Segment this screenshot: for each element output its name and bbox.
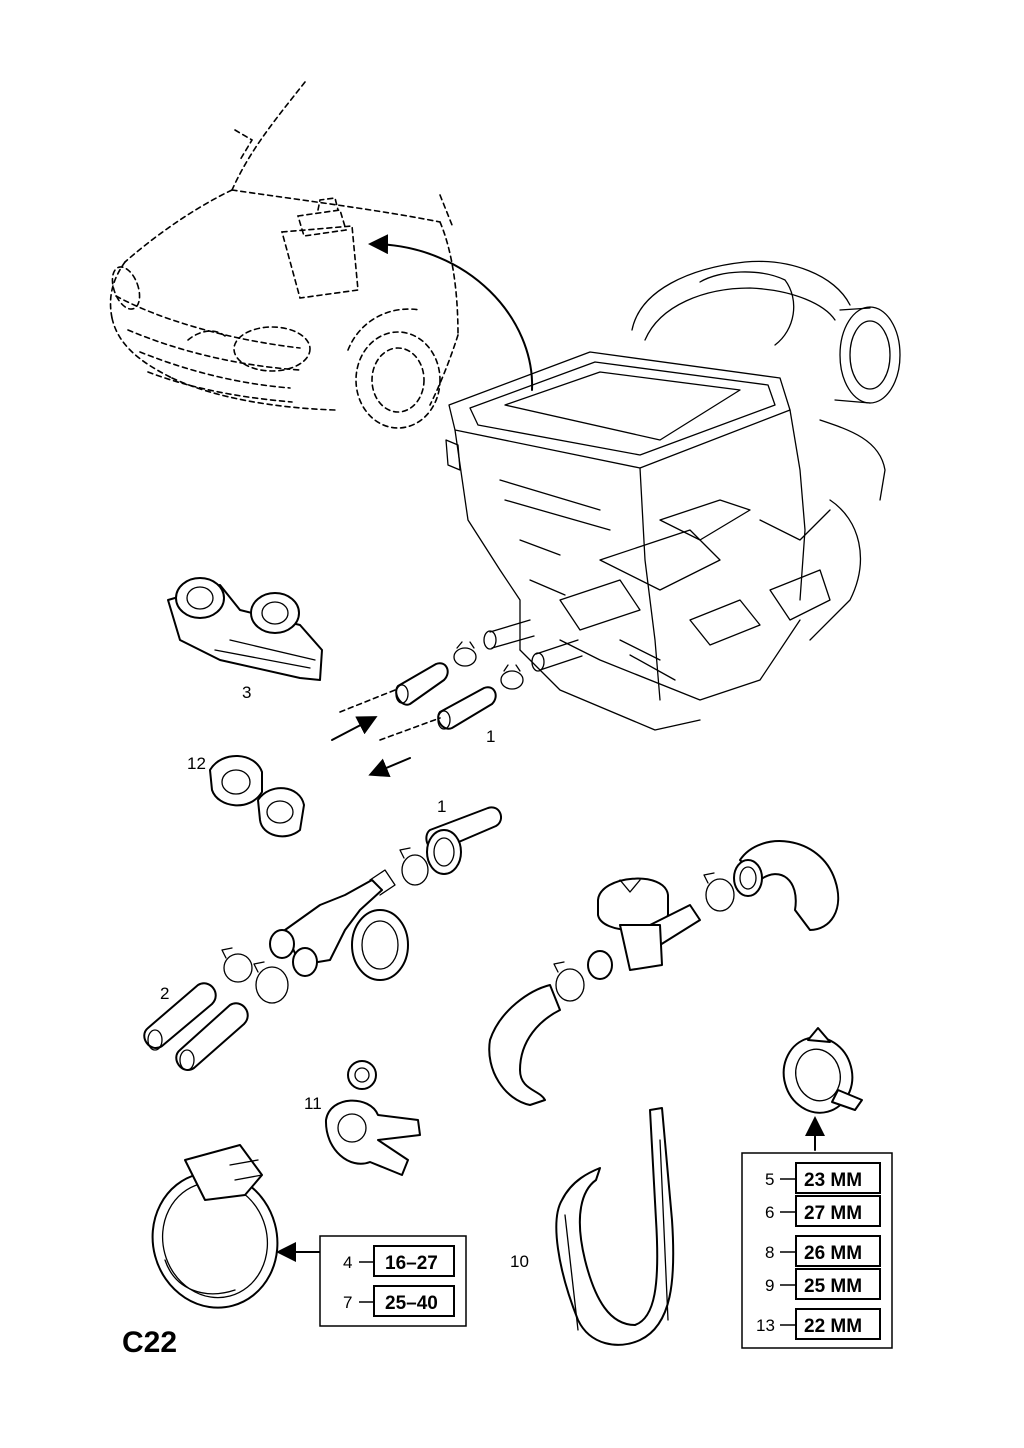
clamp-size-table-left: 4 7 16–27 25–40 — [319, 1235, 467, 1327]
callout-11: 11 — [304, 1094, 322, 1113]
hose-clip-11 — [324, 1060, 421, 1176]
table-right-num-3: 9 — [765, 1276, 774, 1295]
heater-housing — [445, 260, 901, 731]
callout-labels: 1 1 2 3 10 11 12 — [160, 683, 529, 1271]
table-right-num-0: 5 — [765, 1170, 774, 1189]
worm-drive-hose-clamp — [151, 1144, 321, 1309]
coolant-valve-left — [221, 806, 503, 1004]
callout-12: 12 — [187, 754, 206, 773]
table-right-size-1: 27 MM — [804, 1203, 862, 1224]
callout-2: 2 — [160, 984, 169, 1003]
callout-1a: 1 — [486, 727, 495, 746]
table-right-size-2: 26 MM — [804, 1243, 862, 1264]
table-left-size-1: 25–40 — [385, 1293, 438, 1314]
callout-1b: 1 — [437, 797, 446, 816]
hose-bracket-3 — [167, 577, 323, 681]
table-right-num-1: 6 — [765, 1203, 774, 1222]
table-right-num-2: 8 — [765, 1243, 774, 1262]
clamp-size-table-right: 5 6 8 9 13 23 MM 27 MM 26 MM 25 MM 22 MM — [741, 1152, 893, 1349]
vehicle-location-illustration — [109, 81, 534, 429]
coolant-valve-right — [488, 840, 840, 1106]
hose-clip-12 — [209, 755, 305, 838]
cable-tie — [555, 1107, 675, 1346]
table-right-size-0: 23 MM — [804, 1170, 862, 1191]
table-left-size-0: 16–27 — [385, 1253, 438, 1274]
page-code: C22 — [122, 1326, 177, 1359]
hose-pair-upper — [331, 641, 524, 778]
table-right-num-4: 13 — [756, 1316, 775, 1335]
spring-band-clamp — [782, 1027, 863, 1151]
table-left-num-0: 4 — [343, 1253, 352, 1272]
hose-pair-2 — [143, 982, 249, 1071]
callout-3: 3 — [242, 683, 251, 702]
table-right-size-4: 22 MM — [804, 1316, 862, 1337]
callout-10: 10 — [510, 1252, 529, 1271]
table-left-num-1: 7 — [343, 1293, 352, 1312]
table-right-size-3: 25 MM — [804, 1276, 862, 1297]
